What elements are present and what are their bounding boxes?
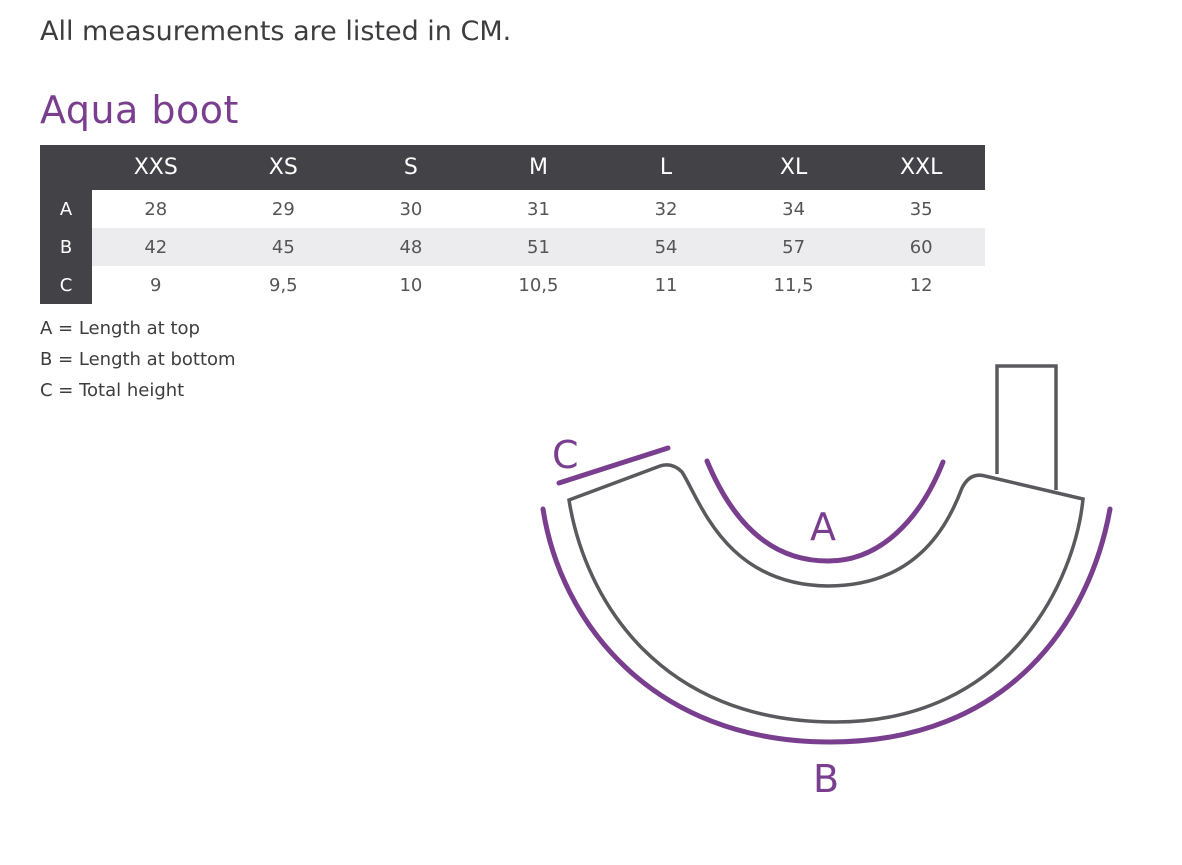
measurement-cell: 42 [91, 228, 220, 266]
measurement-cell: 45 [219, 228, 348, 266]
measurement-cell: 9,5 [269, 274, 298, 296]
measurement-note: All measurements are listed in CM. [40, 16, 512, 47]
label-a: A [810, 505, 836, 549]
label-c: C [552, 433, 579, 477]
measurement-cell: 48 [347, 228, 475, 266]
boot-shaft [995, 364, 1058, 490]
size-header: M [474, 145, 603, 190]
measurement-cell: 54 [602, 228, 730, 266]
table-row: A 28 29 30 31 32 34 35 [40, 190, 985, 228]
measurement-cell: 29 [271, 198, 295, 220]
measurement-cell: 9 [150, 274, 162, 296]
legend-item: A = Length at top [40, 318, 200, 339]
corner-cell [40, 145, 92, 190]
measurement-cell: 31 [527, 198, 550, 220]
table-row: C 9 9,5 10 10,5 11 11,5 12 [40, 266, 985, 304]
size-header: XS [219, 145, 348, 190]
row-label: B [40, 228, 92, 266]
size-header-row: XXS XS S M L XL XXL [40, 145, 985, 190]
measurement-cell: 60 [857, 228, 985, 266]
measure-c-line [556, 445, 671, 486]
measure-b-line [540, 506, 1113, 745]
legend-item: B = Length at bottom [40, 349, 236, 370]
measure-a-line [704, 458, 946, 564]
measurement-cell: 28 [144, 198, 168, 220]
size-header: XXS [91, 145, 220, 190]
measurement-cell: 35 [909, 198, 933, 220]
measurement-cell: 11 [654, 274, 678, 296]
measurement-cell: 34 [782, 198, 806, 220]
size-header: XXL [857, 145, 985, 190]
size-header: S [347, 145, 475, 190]
measurement-cell: 11,5 [773, 274, 814, 296]
legend-item: C = Total height [40, 380, 185, 401]
measurement-cell: 30 [399, 198, 423, 220]
measurement-cell: 10 [399, 274, 423, 296]
row-label: A [40, 190, 92, 228]
size-header: L [602, 145, 730, 190]
boot-outline [567, 463, 1085, 724]
measurement-cell: 32 [654, 198, 678, 220]
legend: A = Length at top B = Length at bottom C… [40, 313, 236, 406]
measurement-cell: 12 [909, 274, 933, 296]
product-title: Aqua boot [40, 88, 239, 132]
row-label: C [40, 266, 92, 304]
label-b: B [813, 757, 839, 801]
measurement-cell: 51 [474, 228, 603, 266]
measurement-cell: 57 [729, 228, 858, 266]
measurement-cell: 10,5 [518, 274, 559, 296]
size-header: XL [729, 145, 858, 190]
